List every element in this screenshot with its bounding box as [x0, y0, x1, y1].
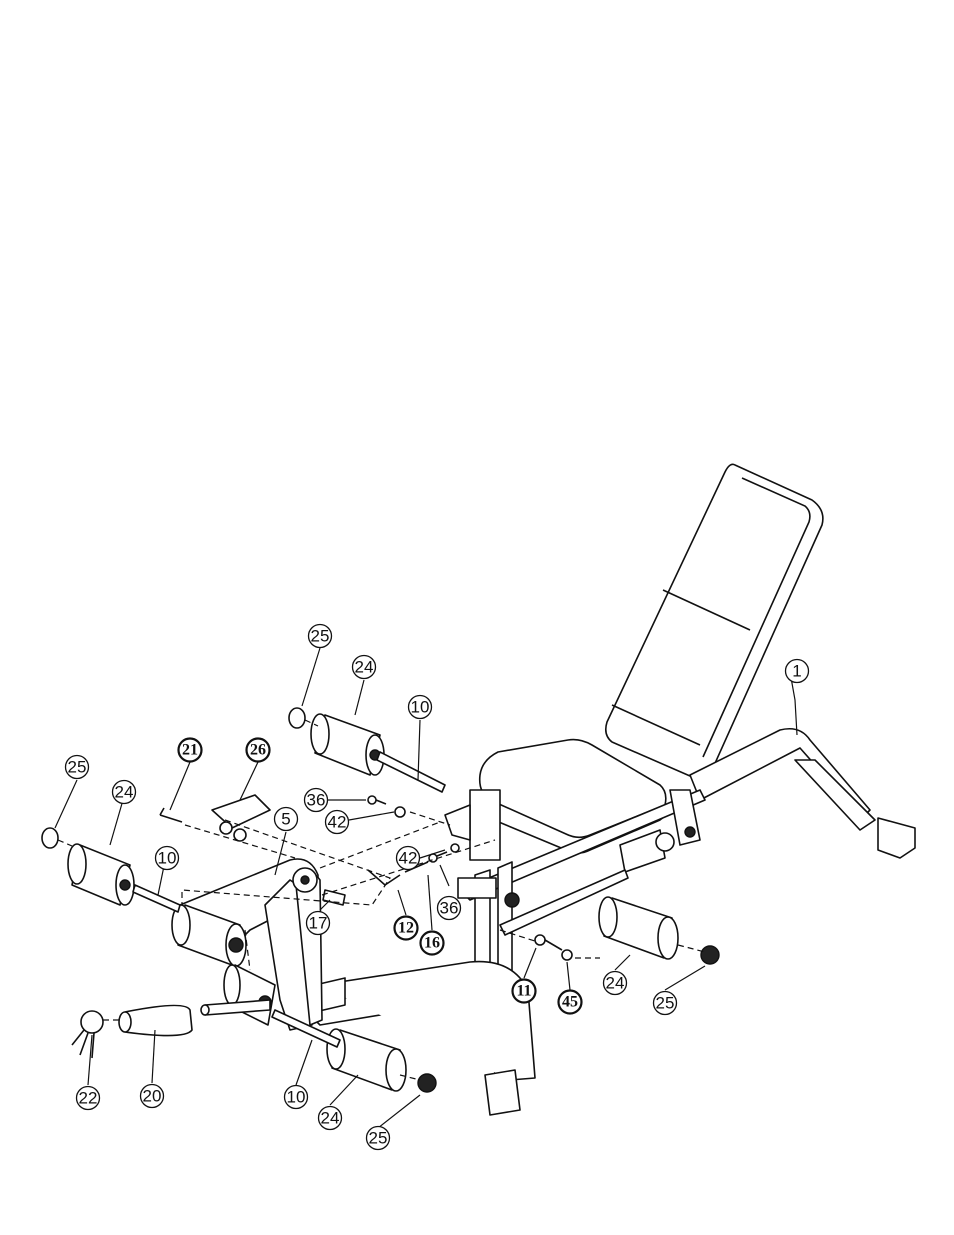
callout-24-upper-left: 24 — [113, 781, 136, 804]
svg-text:26: 26 — [250, 742, 266, 759]
svg-text:24: 24 — [606, 974, 625, 993]
svg-text:1: 1 — [792, 662, 801, 681]
svg-text:5: 5 — [281, 810, 290, 829]
roller-pad-upper-right — [311, 714, 384, 775]
svg-text:36: 36 — [307, 791, 326, 810]
svg-text:22: 22 — [79, 1089, 98, 1108]
callout-25-upper-right: 25 — [309, 625, 332, 648]
roller-pad-lower-middle — [327, 1029, 406, 1091]
svg-text:25: 25 — [68, 758, 87, 777]
svg-text:25: 25 — [656, 994, 675, 1013]
callout-36-upper: 36 — [305, 789, 328, 812]
callout-36-lower: 36 — [438, 897, 461, 920]
svg-text:25: 25 — [311, 627, 330, 646]
roller-pad-upper-left — [68, 844, 134, 905]
callout-1: 1 — [786, 660, 809, 683]
callout-45: 45 — [559, 991, 582, 1014]
roller-pad-lower-left — [224, 965, 275, 1025]
callout-24-right: 24 — [604, 972, 627, 995]
svg-text:42: 42 — [328, 813, 347, 832]
callout-22: 22 — [77, 1087, 100, 1110]
svg-text:42: 42 — [399, 849, 418, 868]
callout-25-upper-left: 25 — [66, 756, 89, 779]
svg-text:25: 25 — [369, 1129, 388, 1148]
callout-42-lower: 42 — [397, 847, 420, 870]
svg-text:10: 10 — [158, 849, 177, 868]
callout-11: 11 — [513, 980, 536, 1003]
callout-24-upper-right: 24 — [353, 656, 376, 679]
callout-5: 5 — [275, 808, 298, 831]
bench-seat — [480, 740, 666, 853]
svg-text:24: 24 — [355, 658, 374, 677]
svg-text:21: 21 — [182, 742, 198, 759]
callout-10-lower: 10 — [285, 1086, 308, 1109]
svg-text:12: 12 — [398, 920, 414, 937]
svg-text:10: 10 — [411, 698, 430, 717]
svg-text:20: 20 — [143, 1087, 162, 1106]
svg-text:45: 45 — [562, 994, 578, 1011]
svg-text:24: 24 — [115, 783, 134, 802]
callout-12: 12 — [395, 917, 418, 940]
callout-42-upper: 42 — [326, 811, 349, 834]
callout-10-left: 10 — [156, 847, 179, 870]
svg-text:36: 36 — [440, 899, 459, 918]
svg-text:17: 17 — [309, 914, 328, 933]
callout-17: 17 — [307, 912, 330, 935]
callout-24-lower: 24 — [319, 1107, 342, 1130]
svg-text:24: 24 — [321, 1109, 340, 1128]
callout-20: 20 — [141, 1085, 164, 1108]
svg-text:11: 11 — [516, 983, 531, 1000]
svg-text:10: 10 — [287, 1088, 306, 1107]
callout-16: 16 — [421, 932, 444, 955]
callout-26: 26 — [247, 739, 270, 762]
callout-21: 21 — [179, 739, 202, 762]
roller-pad-right — [599, 897, 678, 959]
svg-text:16: 16 — [424, 935, 440, 952]
callout-25-right: 25 — [654, 992, 677, 1015]
callout-25-lower: 25 — [367, 1127, 390, 1150]
callout-10-upper: 10 — [409, 696, 432, 719]
